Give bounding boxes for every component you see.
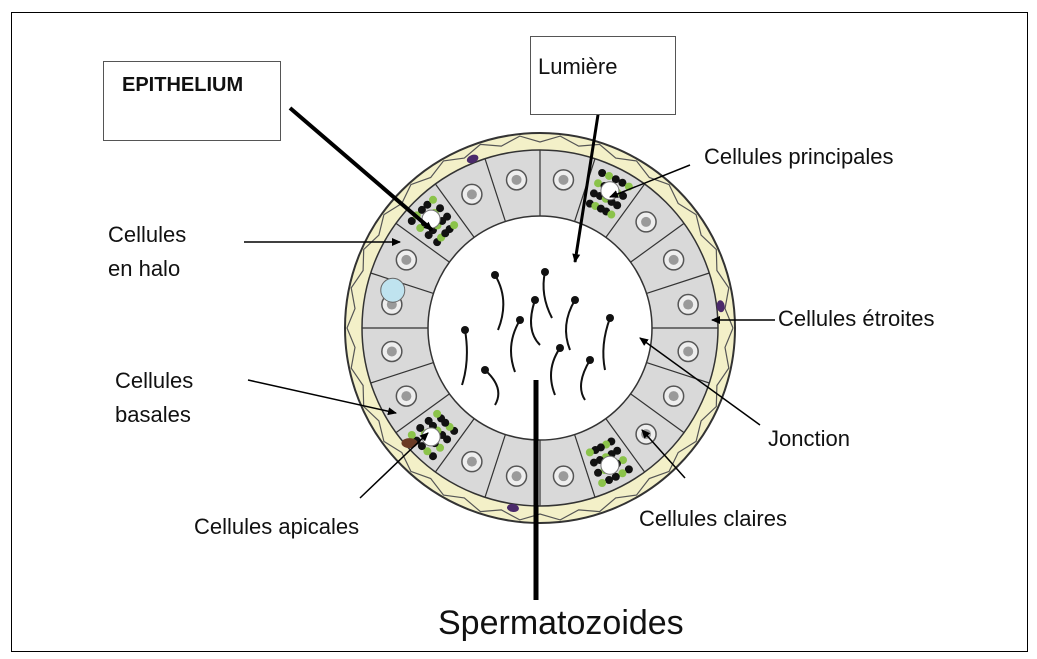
clear-cell-granule: [433, 410, 441, 418]
nucleus-core: [467, 189, 477, 199]
nucleus-core: [558, 471, 568, 481]
clear-cell-granule: [598, 479, 606, 487]
nucleus-core: [683, 346, 693, 356]
nucleus-core: [401, 255, 411, 265]
nucleus-core: [641, 217, 651, 227]
clear-cell-granule: [605, 476, 613, 484]
label-epithelium: EPITHELIUM: [122, 72, 243, 99]
tubule-cross-section: [345, 133, 735, 523]
clear-cell-granule: [590, 459, 598, 467]
nucleus-core: [669, 391, 679, 401]
clear-cell-granule: [598, 169, 606, 177]
nucleus-core: [467, 457, 477, 467]
clear-cell-granule: [607, 211, 615, 219]
nucleus-core: [683, 300, 693, 310]
label-cellules-principales: Cellules principales: [704, 143, 894, 170]
nucleus-core: [669, 255, 679, 265]
clear-cell-granule: [450, 221, 458, 229]
nucleus-core: [387, 346, 397, 356]
clear-cell-nucleus: [601, 456, 619, 474]
label-cellules-etroites: Cellules étroites: [778, 305, 935, 332]
clear-cell-granule: [436, 204, 444, 212]
nucleus-core: [558, 175, 568, 185]
nucleus-core: [512, 175, 522, 185]
clear-cell-granule: [443, 213, 451, 221]
halo-cell: [381, 278, 405, 302]
label-lumiere: Lumière: [538, 53, 617, 80]
clear-cell-granule: [425, 417, 433, 425]
label-cellules-claires: Cellules claires: [639, 505, 787, 532]
clear-cell-granule: [613, 201, 621, 209]
nucleus-core: [512, 471, 522, 481]
clear-cell-granule: [594, 469, 602, 477]
clear-cell-granule: [429, 196, 437, 204]
clear-cell-granule: [408, 431, 416, 439]
label-spermatozoides: Spermatozoides: [438, 603, 684, 643]
label-cellules-en-halo: Cellules en halo: [108, 218, 186, 286]
clear-cell-granule: [586, 448, 594, 456]
arrow-epithelium: [290, 108, 432, 230]
clear-cell-granule: [416, 424, 424, 432]
clear-cell-nucleus: [601, 182, 619, 200]
nucleus-core: [401, 391, 411, 401]
label-cellules-basales: Cellules basales: [115, 364, 193, 432]
label-jonction: Jonction: [768, 425, 850, 452]
basal-cell: [401, 438, 417, 448]
label-cellules-apicales: Cellules apicales: [194, 513, 359, 540]
